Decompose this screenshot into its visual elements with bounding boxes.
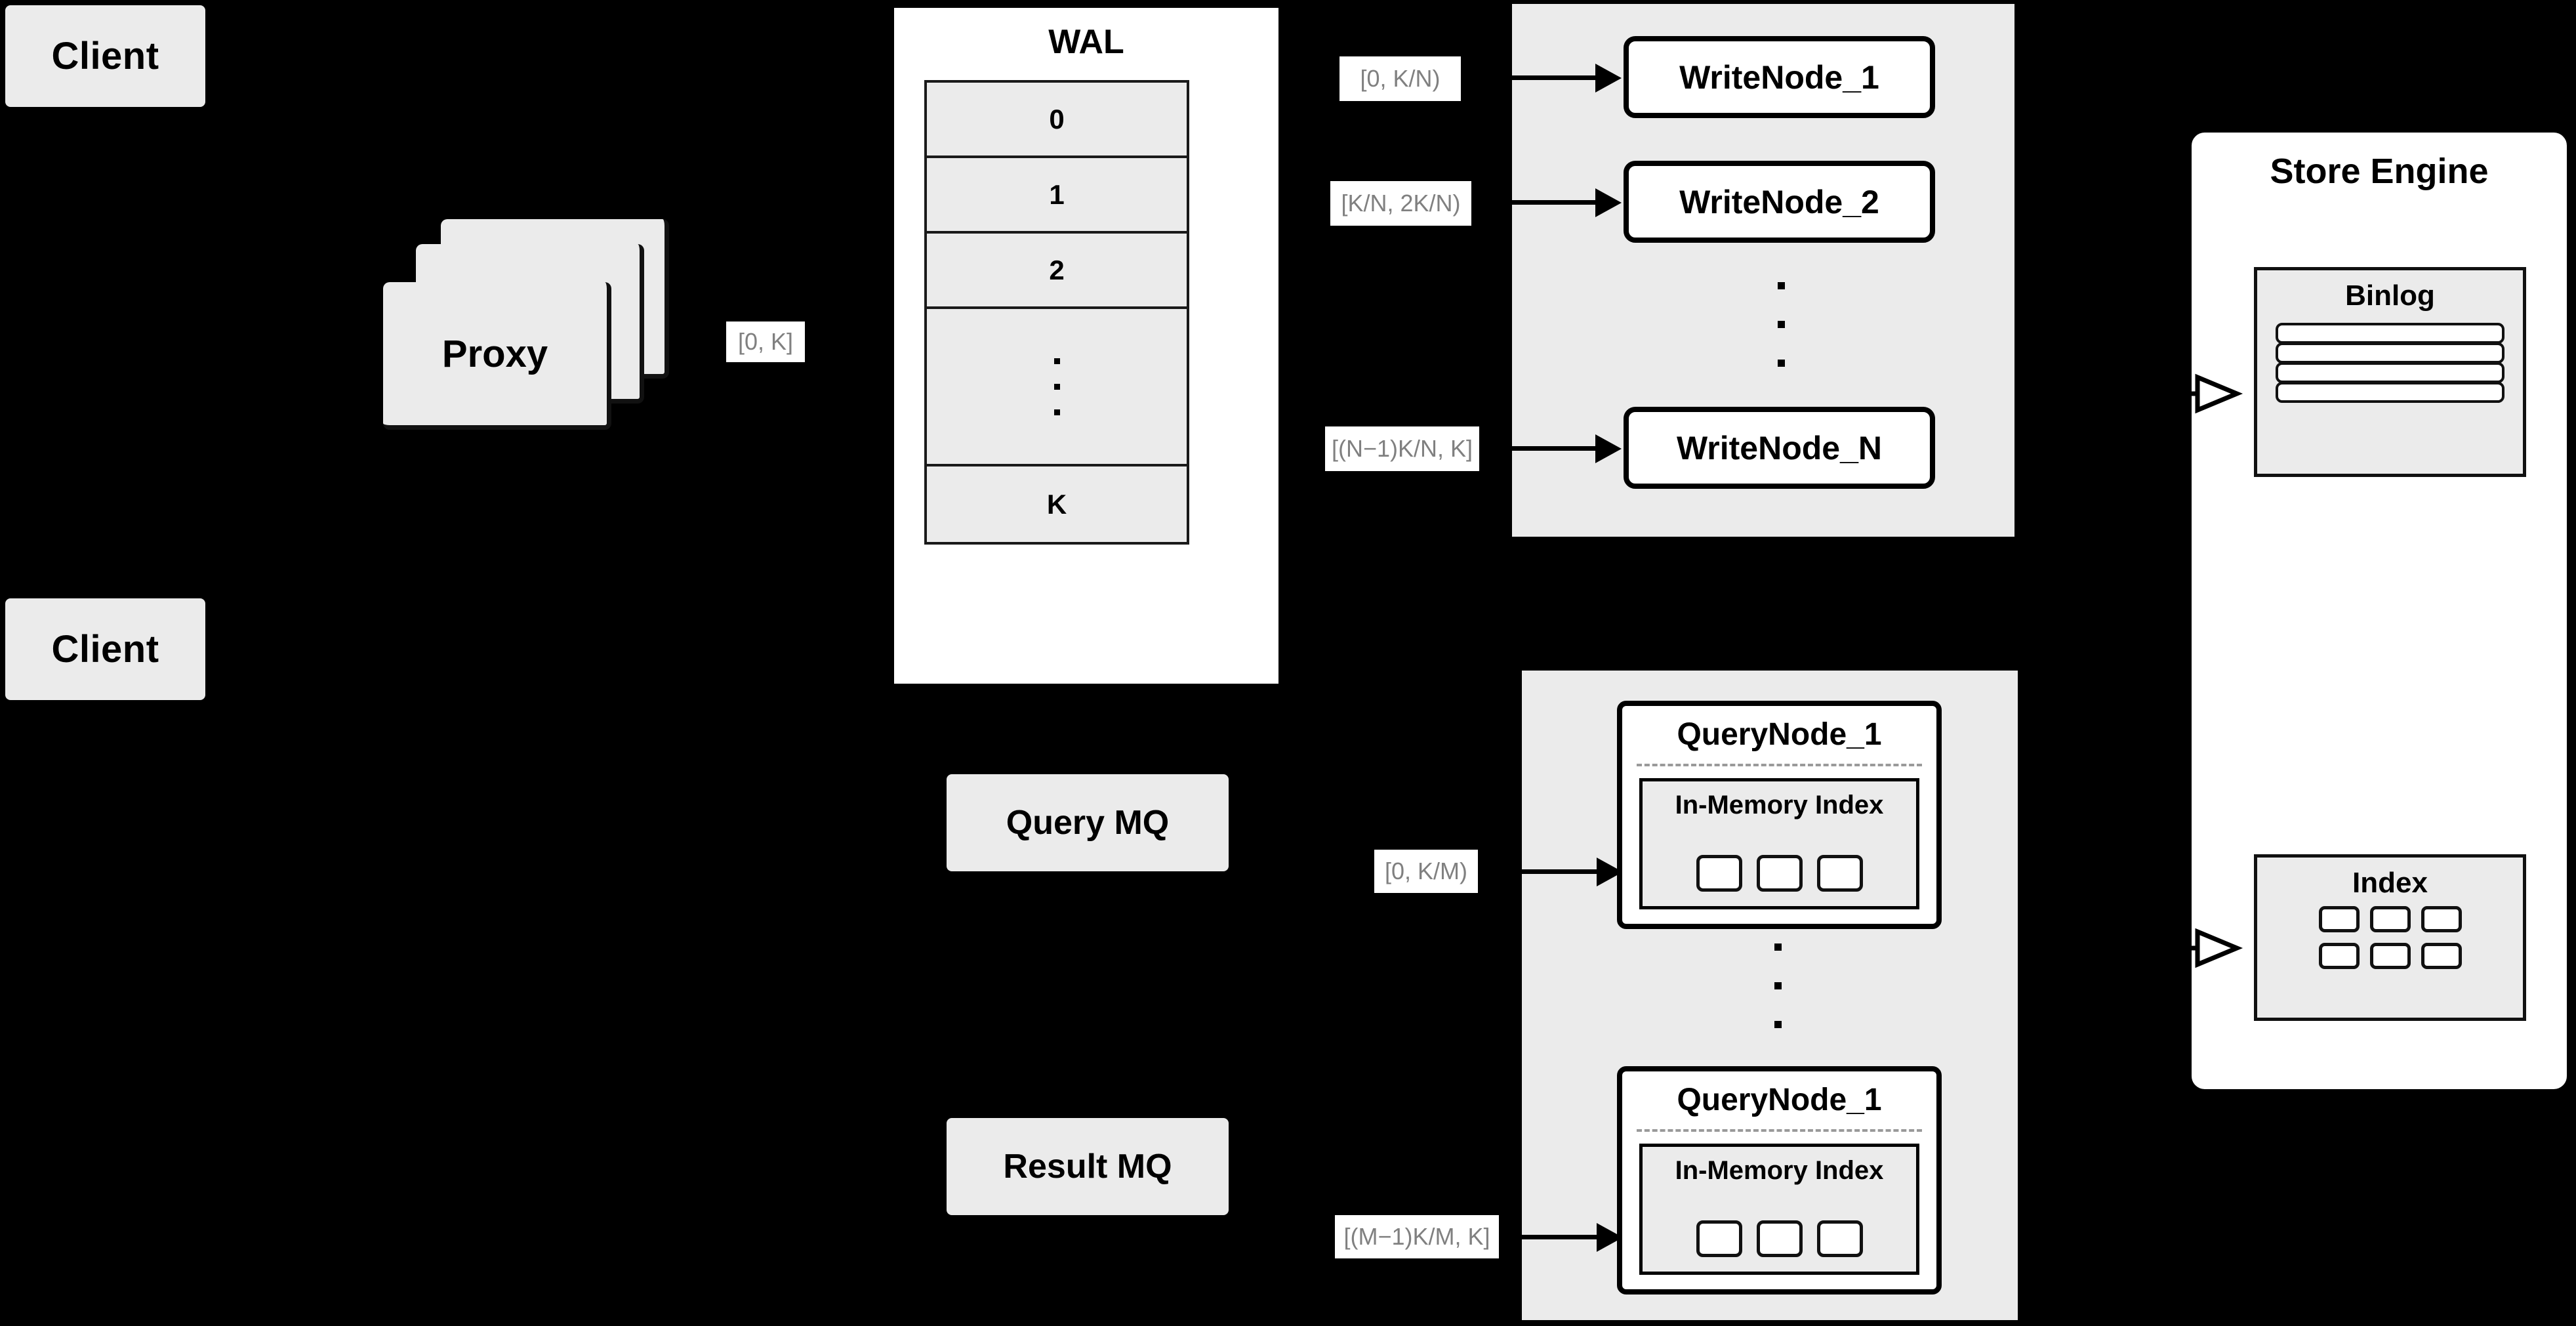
wal-row-1: 1 xyxy=(927,158,1187,234)
edge-label-writenode-1: [0, K/N) xyxy=(1339,56,1461,101)
write-node-n-label: WriteNode_N xyxy=(1676,429,1882,466)
binlog-row xyxy=(2276,382,2504,403)
write-node-1-label: WriteNode_1 xyxy=(1679,58,1879,96)
index-cell xyxy=(1696,1220,1742,1257)
index-cell xyxy=(2421,943,2462,969)
proxy-box: Proxy xyxy=(383,282,611,430)
arrow-to-index xyxy=(2165,928,2243,968)
edge-label-text: [0, K/N) xyxy=(1360,65,1441,92)
query-node-1: QueryNode_1 In-Memory Index xyxy=(1617,701,1942,929)
index-cell xyxy=(2369,906,2411,932)
index-cell xyxy=(1756,1220,1803,1257)
ellipsis-dot xyxy=(1777,360,1785,367)
arrow-line-writenode-1 xyxy=(1502,75,1601,80)
index-panel: Index xyxy=(2254,854,2526,1021)
ellipsis-dot xyxy=(1777,321,1785,328)
index-cell xyxy=(2318,906,2360,932)
wal-row-k: K xyxy=(927,466,1187,542)
index-cell xyxy=(2369,943,2411,969)
edge-label-querynode-1: [0, K/M) xyxy=(1374,850,1478,893)
binlog-panel: Binlog xyxy=(2254,267,2526,477)
write-node-2: WriteNode_2 xyxy=(1624,161,1935,243)
in-memory-index-1-cells xyxy=(1643,855,1916,892)
result-mq-label: Result MQ xyxy=(1003,1148,1172,1186)
index-cell xyxy=(1696,855,1742,892)
arrow-head-writenode-2 xyxy=(1595,188,1622,217)
index-title: Index xyxy=(2352,867,2428,899)
wal-panel: WAL 0 1 2 K xyxy=(890,4,1282,688)
ellipsis-dot xyxy=(1053,383,1060,390)
write-node-2-label: WriteNode_2 xyxy=(1679,183,1879,220)
in-memory-index-2-title: In-Memory Index xyxy=(1675,1156,1884,1185)
binlog-row xyxy=(2276,323,2504,344)
arrow-line-writenode-2 xyxy=(1502,200,1601,205)
arrow-head-writenode-n xyxy=(1595,434,1622,463)
binlog-row xyxy=(2276,342,2504,363)
arrow-to-binlog xyxy=(2165,373,2243,414)
query-node-2-title: QueryNode_1 xyxy=(1677,1083,1882,1117)
edge-label-text: [0, K/M) xyxy=(1384,858,1468,884)
wal-table: 0 1 2 K xyxy=(924,80,1189,545)
client-box-1: Client xyxy=(5,5,205,107)
arrow-head-writenode-1 xyxy=(1595,64,1622,93)
result-mq-box: Result MQ xyxy=(947,1118,1229,1215)
index-grid xyxy=(2273,906,2507,969)
query-node-2: QueryNode_1 In-Memory Index xyxy=(1617,1066,1942,1295)
store-engine-title: Store Engine xyxy=(2270,152,2489,191)
index-cell xyxy=(1816,1220,1863,1257)
write-node-ellipsis xyxy=(1768,282,1794,398)
edge-label-writenode-n: [(N−1)K/N, K] xyxy=(1325,426,1479,471)
query-node-1-title: QueryNode_1 xyxy=(1677,717,1882,752)
proxy-label: Proxy xyxy=(441,332,548,375)
arrow-head-open-icon xyxy=(2195,373,2243,414)
binlog-title: Binlog xyxy=(2345,280,2435,312)
client-label-2: Client xyxy=(51,628,159,671)
edge-label-writenode-2: [K/N, 2K/N) xyxy=(1330,181,1471,226)
index-grid-row xyxy=(2273,943,2507,969)
wal-title: WAL xyxy=(1048,23,1124,61)
client-label-1: Client xyxy=(51,35,159,77)
query-mq-label: Query MQ xyxy=(1006,804,1170,842)
ellipsis-dot xyxy=(1774,1021,1782,1028)
index-cell xyxy=(2318,943,2360,969)
client-box-2: Client xyxy=(5,598,205,700)
edge-label-proxy-to-wal: [0, K] xyxy=(726,321,805,362)
ellipsis-dot xyxy=(1774,943,1782,951)
arrow-line-writenode-n xyxy=(1502,446,1601,451)
in-memory-index-1-title: In-Memory Index xyxy=(1675,791,1884,819)
wal-row-0: 0 xyxy=(927,83,1187,158)
wal-row-2: 2 xyxy=(927,234,1187,309)
arrow-head-open-icon xyxy=(2195,928,2243,968)
arrow-line-querynode-2 xyxy=(1503,1235,1602,1239)
arrow-line-querynode-1 xyxy=(1503,869,1602,874)
binlog-row xyxy=(2276,362,2504,383)
write-node-n: WriteNode_N xyxy=(1624,407,1935,489)
index-grid-row xyxy=(2273,906,2507,932)
query-node-ellipsis xyxy=(1765,943,1791,1060)
in-memory-index-2-cells xyxy=(1643,1220,1916,1257)
in-memory-index-1: In-Memory Index xyxy=(1639,778,1919,909)
query-mq-box: Query MQ xyxy=(947,774,1229,871)
index-cell xyxy=(2421,906,2462,932)
in-memory-index-2: In-Memory Index xyxy=(1639,1144,1919,1275)
query-node-2-separator xyxy=(1637,1129,1922,1132)
index-cell xyxy=(1816,855,1863,892)
edge-label-text: [0, K] xyxy=(737,328,794,355)
edge-label-text: [(M−1)K/M, K] xyxy=(1343,1223,1490,1250)
ellipsis-dot xyxy=(1774,982,1782,989)
wal-row-ellipsis xyxy=(927,309,1187,466)
ellipsis-dot xyxy=(1053,409,1060,415)
binlog-rows xyxy=(2276,323,2504,403)
index-cell xyxy=(1756,855,1803,892)
query-node-1-separator xyxy=(1637,764,1922,766)
store-engine-panel: Store Engine Binlog Index xyxy=(2188,129,2571,1093)
ellipsis-dot xyxy=(1053,358,1060,364)
edge-label-text: [(N−1)K/N, K] xyxy=(1331,435,1473,462)
write-node-1: WriteNode_1 xyxy=(1624,36,1935,118)
edge-label-querynode-2: [(M−1)K/M, K] xyxy=(1335,1215,1499,1258)
ellipsis-dot xyxy=(1777,282,1785,289)
edge-label-text: [K/N, 2K/N) xyxy=(1341,190,1461,217)
